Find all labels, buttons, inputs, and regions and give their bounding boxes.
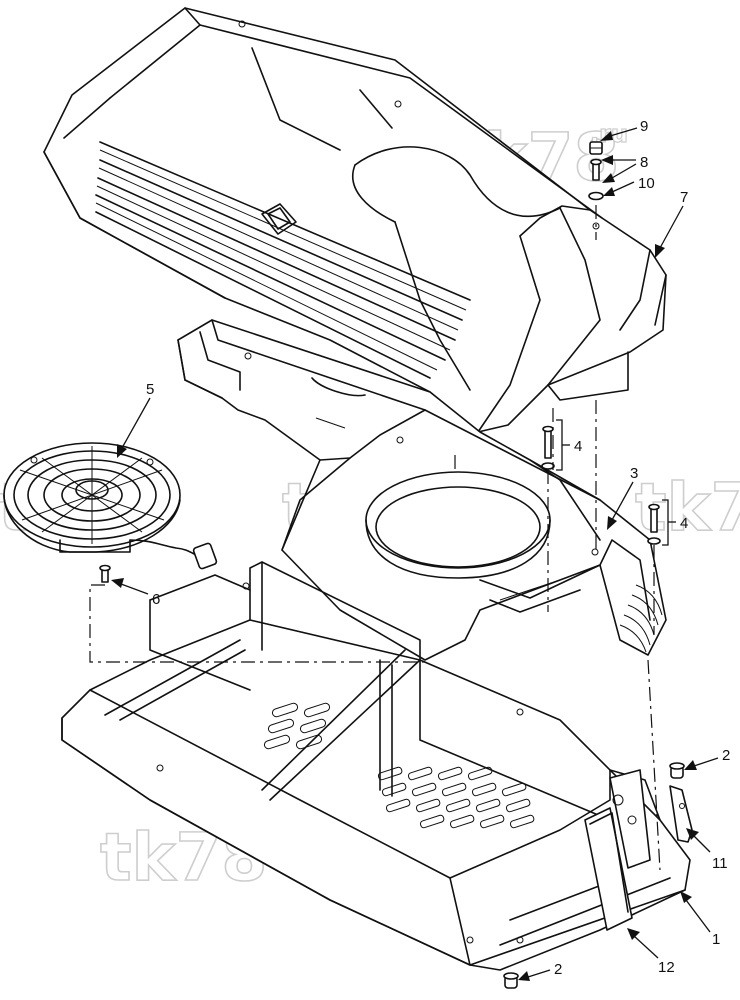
- watermark: tk78: [634, 468, 740, 547]
- screw: [590, 158, 602, 181]
- fan-screw: [99, 564, 111, 583]
- callout-3: 3: [630, 465, 638, 482]
- leader-lines: [111, 127, 719, 981]
- nut: [589, 141, 603, 155]
- callout-7: 7: [680, 189, 688, 206]
- condenser-fan: [3, 442, 218, 570]
- callout-1: 1: [712, 931, 720, 948]
- washer: [588, 191, 604, 201]
- floor-slots: [263, 702, 535, 829]
- callout-4: 4: [574, 438, 582, 455]
- callout-12: 12: [658, 959, 675, 976]
- mid-housing: [177, 319, 667, 661]
- callout-4: 4: [680, 515, 688, 532]
- callout-9: 9: [640, 118, 648, 135]
- grommet-lower: [503, 972, 519, 989]
- top-cover-shroud: [43, 7, 667, 433]
- hardware: [99, 141, 685, 989]
- callout-2: 2: [722, 747, 730, 764]
- bracket-plate: [584, 769, 651, 931]
- center-lines: [89, 205, 661, 871]
- callout-6: 6: [152, 591, 160, 608]
- callout-8: 8: [640, 154, 648, 171]
- callout-11: 11: [712, 855, 728, 872]
- callout-2: 2: [554, 961, 562, 978]
- grommet-upper: [669, 762, 685, 779]
- base-pan: [61, 561, 691, 971]
- bolt-left: [541, 425, 555, 470]
- svg-text:tk78: tk78: [635, 469, 740, 546]
- callout-5: 5: [146, 381, 154, 398]
- callout-labels: 9 8 10 7 5 4 3 4 6 2 11 1 12 2: [146, 118, 730, 978]
- bolt-right: [647, 503, 661, 545]
- callout-10: 10: [638, 175, 655, 192]
